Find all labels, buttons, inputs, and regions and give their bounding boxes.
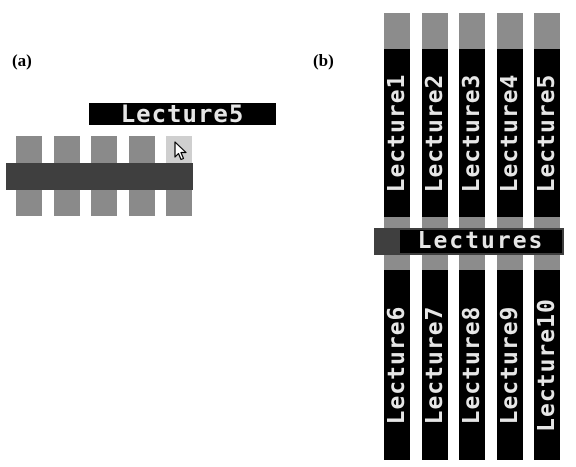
lecture-column[interactable]: Lecture6: [384, 255, 410, 460]
lecture-stub-top[interactable]: [91, 136, 117, 163]
lecture-label: Lecture4: [497, 73, 523, 193]
lecture-label-box: Lecture7: [422, 270, 448, 460]
lecture-label-box: Lecture9: [497, 270, 523, 460]
lecture-column[interactable]: Lecture2: [422, 13, 448, 228]
lecture-stub-bottom[interactable]: [16, 190, 42, 216]
lectures-menu-bar[interactable]: [6, 163, 193, 190]
lecture-column[interactable]: Lecture7: [422, 255, 448, 460]
lecture-stub-bottom[interactable]: [166, 190, 192, 216]
lecture-column[interactable]: Lecture1: [384, 13, 410, 228]
lecture-label: Lecture10: [534, 298, 560, 432]
panel-a-label: (a): [12, 51, 32, 70]
lecture-stub-top[interactable]: [54, 136, 80, 163]
lecture-label-box: Lecture4: [497, 49, 523, 217]
mouse-pointer-icon: [174, 141, 187, 161]
lecture-label-box: Lecture5: [534, 49, 560, 217]
lecture-label: Lecture7: [422, 305, 448, 425]
lecture-label-box: Lecture1: [384, 49, 410, 217]
lecture-label: Lecture8: [459, 305, 485, 425]
lecture-label: Lecture3: [459, 73, 485, 193]
lecture-label: Lecture1: [384, 73, 410, 193]
lecture-label: Lecture2: [422, 73, 448, 193]
lecture-label-box: Lecture8: [459, 270, 485, 460]
lectures-menu-bar[interactable]: Lectures: [374, 228, 564, 255]
lecture-stub-bottom[interactable]: [54, 190, 80, 216]
lecture-stub-top[interactable]: [129, 136, 155, 163]
lecture-column[interactable]: Lecture10: [534, 255, 560, 460]
lecture-column[interactable]: Lecture4: [497, 13, 523, 228]
lecture-label-box: Lecture6: [384, 270, 410, 460]
panel-b-label: (b): [313, 51, 334, 70]
lectures-bar-label: Lectures: [400, 230, 562, 253]
lecture-column[interactable]: Lecture8: [459, 255, 485, 460]
lecture-label: Lecture9: [497, 305, 523, 425]
lecture-label: Lecture6: [384, 305, 410, 425]
lecture-stub-bottom[interactable]: [129, 190, 155, 216]
lecture-stub-top[interactable]: [16, 136, 42, 163]
lecture-label-box: Lecture3: [459, 49, 485, 217]
lecture-tooltip: Lecture5: [89, 103, 276, 125]
lecture-label-box: Lecture10: [534, 270, 560, 460]
lecture-column[interactable]: Lecture3: [459, 13, 485, 228]
lecture-label-box: Lecture2: [422, 49, 448, 217]
lecture-label: Lecture5: [534, 73, 560, 193]
lecture-column[interactable]: Lecture9: [497, 255, 523, 460]
lecture-stub-bottom[interactable]: [91, 190, 117, 216]
lecture-column[interactable]: Lecture5: [534, 13, 560, 228]
